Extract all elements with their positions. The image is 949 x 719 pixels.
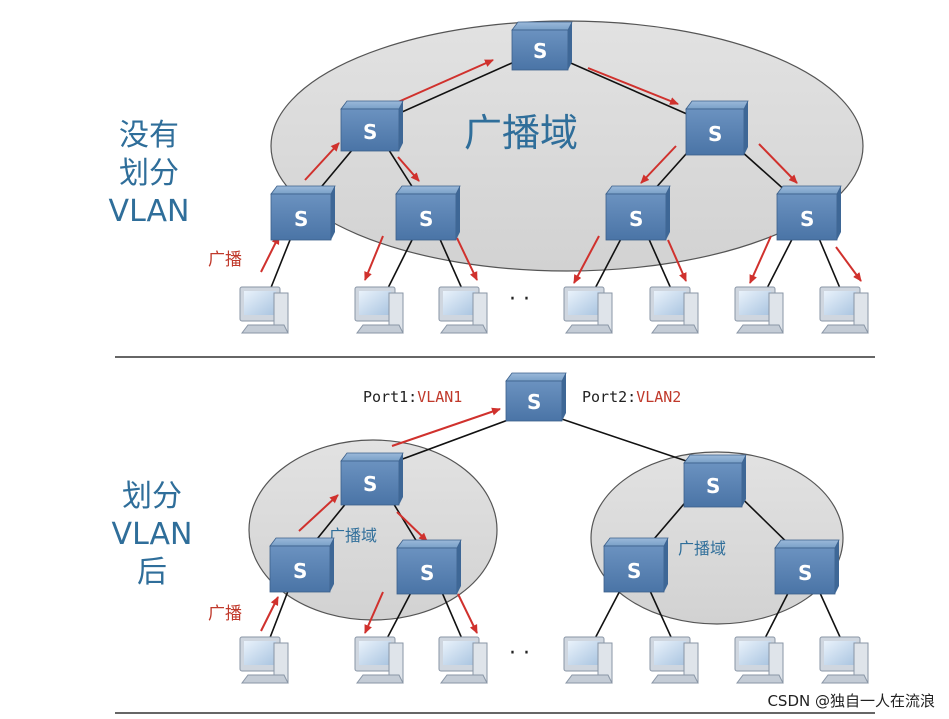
pc-icon [734,636,784,684]
top-switch-access-1: S [270,185,336,241]
bottom-switch-access-3: S [603,537,669,593]
switch-label: S [708,122,722,146]
port2-label: Port2:VLAN2 [582,388,681,406]
watermark-text: CSDN @独自一人在流浪 [763,690,939,711]
top-switch-access-4: S [776,185,842,241]
top-section-label: 没有 划分 VLAN [99,117,199,231]
bottom-switch-core: S [505,372,567,422]
bottom-section-label: 划分 VLAN 后 [102,478,202,592]
bottom-broadcast-arrows [260,407,501,634]
top-switch-agg-left: S [340,100,404,152]
switch-label: S [629,207,643,231]
top-switch-core: S [511,21,573,71]
top-label-line-1: 没有 [119,118,179,153]
pc-icon [354,286,404,334]
port1-label: Port1:VLAN1 [363,388,462,406]
switch-label: S [798,561,812,585]
top-label-line-3: VLAN [108,194,190,229]
bottom-label-line-1: 划分 [122,479,182,514]
switch-label: S [294,207,308,231]
top-switch-access-3: S [605,185,671,241]
switch-label: S [627,559,641,583]
port2-name: Port2: [582,388,636,406]
pc-icon [819,286,869,334]
bottom-label-line-3: 后 [137,555,167,590]
pc-icon [239,636,289,684]
pc-icon [649,286,699,334]
switch-label: S [293,559,307,583]
pc-icon [354,636,404,684]
pc-icon [734,286,784,334]
bottom-switch-access-4: S [774,539,840,595]
top-ellipsis: · · [509,287,530,312]
pc-icon [819,636,869,684]
switch-label: S [800,207,814,231]
bottom-switch-access-1: S [269,537,335,593]
top-pcs [239,286,869,334]
bottom-ellipsis: · · [509,641,530,666]
switch-label: S [706,474,720,498]
top-label-line-2: 划分 [119,156,179,191]
top-switch-agg-right: S [685,100,749,156]
pc-icon [239,286,289,334]
pc-icon [563,636,613,684]
port2-vlan: VLAN2 [636,388,681,406]
bottom-switch-agg-right: S [683,454,747,508]
pc-icon [438,286,488,334]
switch-label: S [533,39,547,63]
top-broadcast-label: 广播 [208,250,242,270]
top-domain-label: 广播域 [464,111,578,155]
port1-vlan: VLAN1 [417,388,462,406]
switch-label: S [420,561,434,585]
top-switch-access-2: S [395,185,461,241]
switch-label: S [527,390,541,414]
pc-icon [563,286,613,334]
switch-label: S [419,207,433,231]
pc-icon [438,636,488,684]
top-broadcast-arrows [260,59,862,284]
pc-icon [649,636,699,684]
bottom-switch-agg-left: S [340,452,404,506]
bottom-domain-label-left: 广播域 [329,526,377,545]
bottom-label-line-2: VLAN [111,517,193,552]
bottom-switch-access-2: S [396,539,462,595]
bottom-domain-label-right: 广播域 [678,539,726,558]
port1-name: Port1: [363,388,417,406]
bottom-broadcast-label: 广播 [208,604,242,624]
switch-label: S [363,472,377,496]
bottom-pcs [239,636,869,684]
switch-label: S [363,120,377,144]
